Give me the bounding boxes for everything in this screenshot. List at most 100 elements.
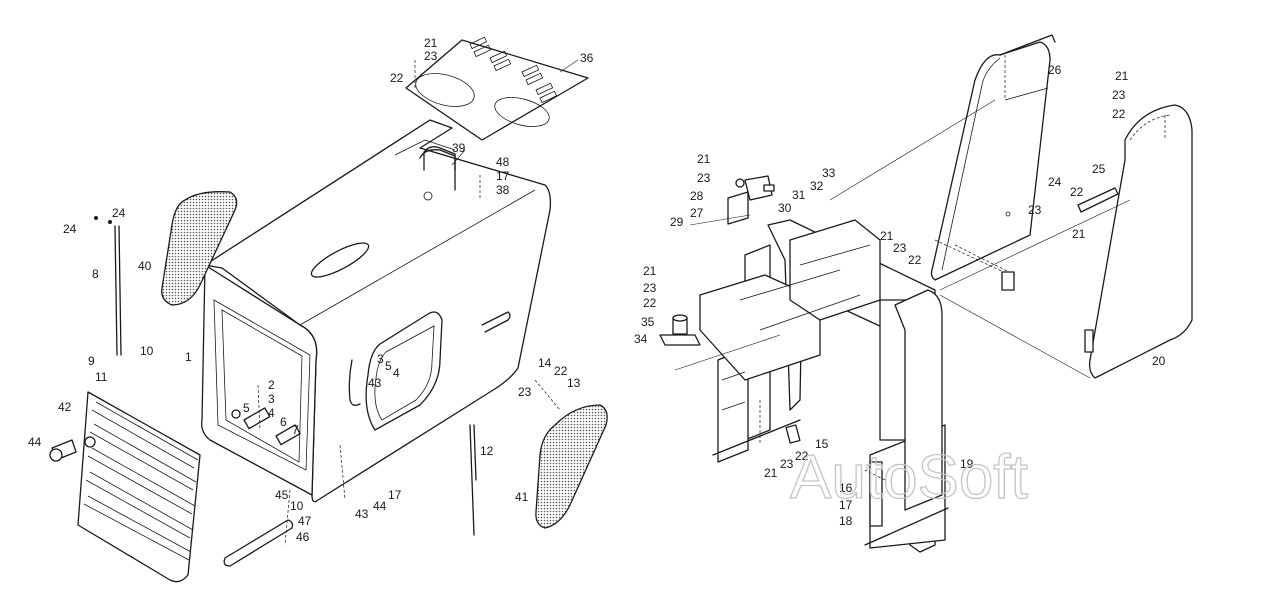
callout-label: 7 [292, 423, 299, 437]
rear-panel-26 [930, 34, 1056, 281]
callout-label: 23 [518, 385, 532, 399]
callout-label: 10 [290, 499, 304, 513]
callout-label: 39 [452, 141, 466, 155]
gas-strut-12 [469, 424, 477, 536]
side-panel-20 [1084, 104, 1193, 379]
mesh-panel-41 [535, 404, 608, 529]
callout-label: 4 [393, 366, 400, 380]
callout-label: 22 [1112, 107, 1126, 121]
callout-label: 38 [496, 183, 510, 197]
hinge-16 [869, 461, 883, 527]
callout-label: 6 [280, 415, 287, 429]
callout-label: 22 [643, 296, 657, 310]
latch-44 [49, 439, 77, 462]
callout-label: 23 [643, 281, 657, 295]
roof-plate-36 [405, 36, 589, 141]
callout-label: 2 [268, 378, 275, 392]
callout-label: 23 [893, 241, 907, 255]
callout-label: 1 [185, 350, 192, 364]
callout-label: 27 [690, 206, 704, 220]
callout-label: 8 [92, 267, 99, 281]
callout-label: 47 [298, 514, 312, 528]
callout-label: 43 [368, 376, 382, 390]
callout-label: 23 [780, 457, 794, 471]
callout-label: 21 [880, 229, 894, 243]
callout-label: 22 [390, 71, 404, 85]
callout-label: 29 [670, 215, 684, 229]
callout-label: 28 [690, 189, 704, 203]
bracket-25 [1077, 187, 1119, 213]
callout-label: 22 [554, 364, 568, 378]
stay-arm-47 [223, 519, 294, 567]
callout-label: 43 [355, 507, 369, 521]
bracket-15 [785, 424, 801, 444]
callout-label: 18 [839, 514, 853, 528]
callout-label: 9 [88, 354, 95, 368]
latch-assembly [727, 175, 775, 225]
callout-label: 26 [1048, 63, 1062, 77]
handle-39 [423, 146, 456, 171]
callout-label: 4 [268, 406, 275, 420]
callout-label: 21 [764, 466, 778, 480]
callout-label: 42 [58, 400, 72, 414]
watermark: AutoSoft [790, 443, 1028, 512]
callout-label: 44 [28, 435, 42, 449]
callout-label: 31 [792, 188, 806, 202]
callout-label: 21 [424, 36, 438, 50]
callout-label: 5 [385, 359, 392, 373]
callout-label: 41 [515, 490, 529, 504]
callouts-left: 21 23 22 36 39 48 17 38 24 24 40 8 9 10 … [28, 36, 594, 544]
cab-assembly [49, 36, 608, 583]
callout-label: 13 [567, 376, 581, 390]
mesh-panel-40 [161, 191, 238, 306]
callout-label: 24 [112, 206, 126, 220]
callout-label: 10 [140, 344, 154, 358]
callout-label: 3 [268, 392, 275, 406]
callout-label: 35 [641, 315, 655, 329]
callout-label: 33 [822, 166, 836, 180]
callout-label: 20 [1152, 354, 1166, 368]
callout-label: 14 [538, 356, 552, 370]
callout-label: 15 [815, 437, 829, 451]
callout-label: 24 [1048, 175, 1062, 189]
callout-label: 46 [296, 530, 310, 544]
callouts-right: 26 21 23 22 21 23 33 32 31 30 28 27 29 2… [634, 63, 1166, 528]
rod-8 [94, 216, 122, 356]
callout-label: 36 [580, 51, 594, 65]
callout-label: 22 [795, 449, 809, 463]
callout-label: 24 [63, 222, 77, 236]
callout-label: 25 [1092, 162, 1106, 176]
grille-42 [77, 391, 201, 583]
callout-label: 22 [1070, 185, 1084, 199]
callout-label: 17 [388, 488, 402, 502]
callout-label: 19 [960, 457, 974, 471]
callout-label: 17 [839, 498, 853, 512]
callout-label: 30 [778, 201, 792, 215]
callout-label: 44 [373, 499, 387, 513]
callout-label: 11 [95, 370, 108, 384]
frame-assembly [659, 34, 1193, 553]
callout-label: 16 [839, 481, 853, 495]
callout-label: 3 [377, 352, 384, 366]
callout-label: 23 [424, 49, 438, 63]
callout-label: 23 [1112, 88, 1126, 102]
callout-label: 34 [634, 332, 648, 346]
callout-label: 21 [1072, 227, 1086, 241]
callout-label: 17 [496, 169, 510, 183]
callout-label: 32 [810, 179, 824, 193]
hinge-parts [231, 407, 301, 446]
callout-label: 12 [480, 444, 494, 458]
callout-label: 21 [643, 264, 657, 278]
cab-body-1 [201, 119, 552, 503]
callout-label: 23 [697, 171, 711, 185]
mount-35 [659, 314, 701, 346]
callout-label: 5 [243, 401, 250, 415]
callout-label: 22 [908, 253, 922, 267]
callout-label: 45 [275, 488, 289, 502]
callout-label: 48 [496, 155, 510, 169]
callout-label: 23 [1028, 203, 1042, 217]
callout-label: 21 [1115, 69, 1129, 83]
callout-label: 21 [697, 152, 711, 166]
callout-label: 40 [138, 259, 152, 273]
